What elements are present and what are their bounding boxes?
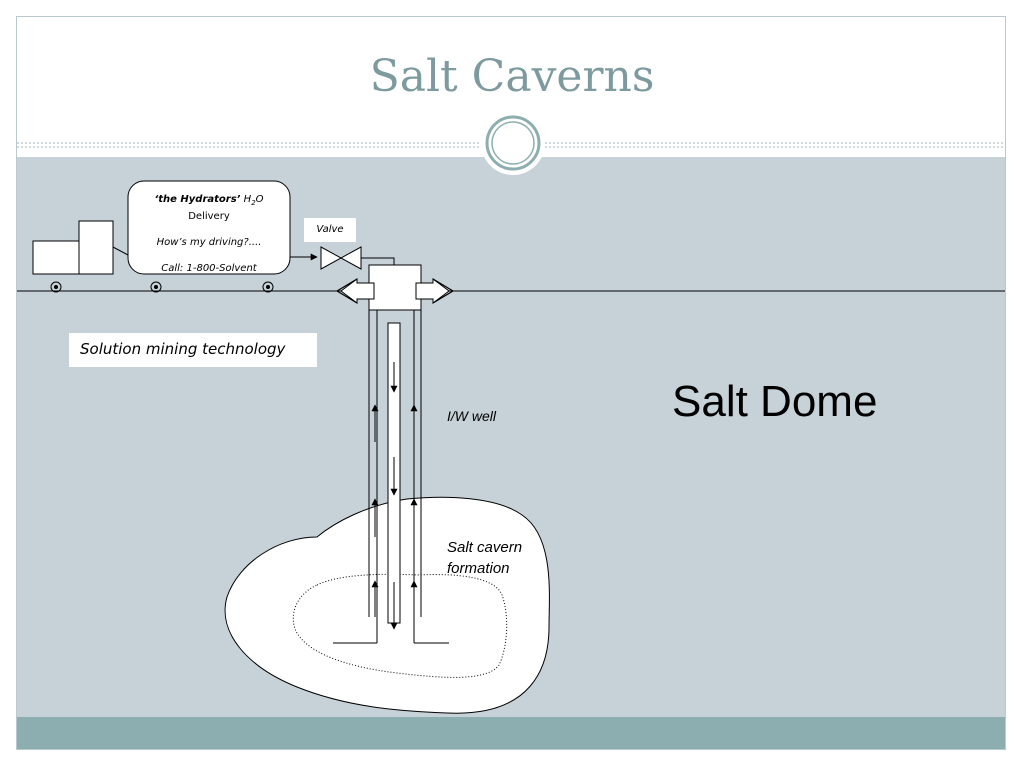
cavern-label-line1: Salt cavern xyxy=(447,539,523,556)
diagram-canvas xyxy=(17,111,1005,714)
truck-slogan: How’s my driving?.... xyxy=(156,237,262,248)
outlet-arrow-right-icon xyxy=(415,278,455,304)
truck-cab xyxy=(78,220,114,275)
slide-title: Salt Caverns xyxy=(369,51,655,102)
cavern-growth-boundary xyxy=(292,573,508,678)
title-divider xyxy=(17,142,1005,148)
circle-ornament-icon xyxy=(481,111,545,175)
truck-product: H2O xyxy=(243,194,264,207)
outer-casing xyxy=(333,310,449,644)
outlet-arrow-left-icon xyxy=(335,278,375,304)
footer-band xyxy=(17,717,1005,749)
truck-wheel-icon xyxy=(262,281,274,293)
valve-icon xyxy=(320,246,362,270)
caption-solution-mining: Solution mining technology xyxy=(69,333,317,367)
truck-wheel-icon xyxy=(50,281,62,293)
salt-dome-label: Salt Dome xyxy=(672,377,878,426)
truck-phone: Call: 1-800-Solvent xyxy=(161,263,257,274)
truck-signage: ‘the Hydrators’ H2O Delivery How’s my dr… xyxy=(129,190,289,275)
truck-wheel-icon xyxy=(150,281,162,293)
cavern-label: Salt cavern formation xyxy=(447,537,522,579)
wellhead xyxy=(368,264,422,311)
truck-delivery: Delivery xyxy=(188,211,230,222)
brine-return-arrows xyxy=(371,404,418,617)
truck-company-name: ‘the Hydrators’ xyxy=(154,194,241,205)
slide-frame: Salt Caverns xyxy=(16,16,1006,750)
salt-cavern-outline xyxy=(224,496,550,714)
water-truck xyxy=(32,180,291,293)
truck-tank xyxy=(127,180,291,275)
well-label: I/W well xyxy=(447,408,496,424)
valve-label: Valve xyxy=(304,218,356,242)
cavern-label-line2: formation xyxy=(447,560,510,577)
truck-cab-front xyxy=(32,240,80,275)
